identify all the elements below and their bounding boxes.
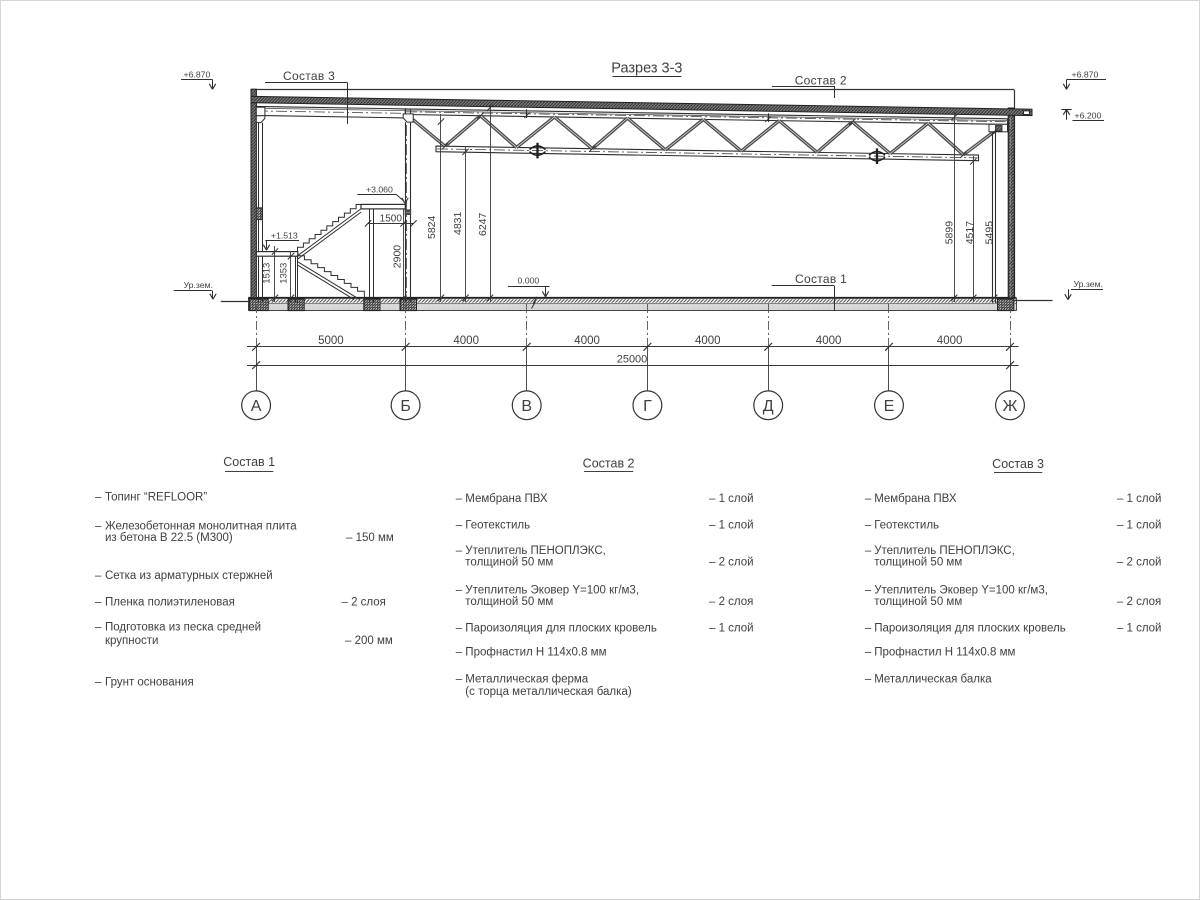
svg-text:Состав 3: Состав 3 [283, 69, 335, 83]
svg-text:Топинг “REFLOOR”: Топинг “REFLOOR” [105, 492, 207, 504]
svg-text:толщиной 50 мм: толщиной 50 мм [874, 596, 962, 608]
svg-text:Металлическая балка: Металлическая балка [874, 673, 992, 685]
svg-text:–: – [95, 622, 102, 634]
svg-text:–: – [456, 545, 463, 557]
svg-text:4831: 4831 [452, 211, 464, 235]
svg-text:Утеплитель Эковер Y=100 кг/м3,: Утеплитель Эковер Y=100 кг/м3, [874, 585, 1048, 597]
svg-text:0.000: 0.000 [518, 276, 540, 286]
svg-text:–: – [95, 570, 102, 582]
svg-text:Утеплитель ПЕНОПЛЭКС,: Утеплитель ПЕНОПЛЭКС, [465, 545, 606, 557]
svg-text:–: – [865, 585, 872, 597]
svg-text:Металлическая ферма: Металлическая ферма [465, 673, 588, 685]
svg-text:–: – [865, 623, 872, 635]
svg-text:+3.060: +3.060 [366, 184, 393, 194]
svg-text:–: – [456, 646, 463, 658]
svg-text:Пленка полиэтиленовая: Пленка полиэтиленовая [105, 597, 235, 609]
svg-text:Б: Б [400, 398, 411, 415]
svg-text:1353: 1353 [278, 263, 289, 284]
svg-text:5495: 5495 [984, 221, 996, 245]
svg-text:Геотекстиль: Геотекстиль [874, 520, 939, 532]
svg-text:–: – [865, 493, 872, 505]
svg-text:толщиной 50 мм: толщиной 50 мм [874, 556, 962, 568]
svg-text:Состав 2: Состав 2 [583, 457, 635, 471]
svg-text:Состав 2: Состав 2 [795, 74, 847, 88]
svg-text:– 1 слой: – 1 слой [709, 623, 754, 635]
svg-text:Г: Г [643, 398, 652, 415]
svg-text:–: – [865, 646, 872, 658]
svg-text:Мембрана ПВХ: Мембрана ПВХ [465, 493, 548, 505]
svg-text:1500: 1500 [380, 213, 403, 224]
svg-text:– 200 мм: – 200 мм [345, 635, 393, 647]
svg-text:4000: 4000 [574, 335, 600, 347]
svg-text:Профнастил Н 114х0.8 мм: Профнастил Н 114х0.8 мм [874, 646, 1015, 658]
svg-text:– 2 слоя: – 2 слоя [342, 597, 386, 609]
svg-text:Состав 3: Состав 3 [992, 457, 1044, 471]
svg-text:– 1 слой: – 1 слой [1117, 520, 1162, 532]
svg-text:крупности: крупности [105, 635, 158, 647]
svg-text:Пароизоляция для плоских крове: Пароизоляция для плоских кровель [874, 623, 1066, 635]
svg-text:6247: 6247 [477, 212, 489, 236]
svg-text:–: – [95, 520, 102, 532]
svg-text:Е: Е [884, 398, 895, 415]
svg-text:Ур.зем.: Ур.зем. [1074, 279, 1103, 289]
svg-text:Геотекстиль: Геотекстиль [465, 520, 530, 532]
svg-text:– 1 слой: – 1 слой [1117, 623, 1162, 635]
svg-text:4517: 4517 [964, 221, 976, 245]
svg-text:Утеплитель ПЕНОПЛЭКС,: Утеплитель ПЕНОПЛЭКС, [874, 545, 1015, 557]
svg-text:Разрез 3-3: Разрез 3-3 [611, 61, 682, 77]
svg-text:5824: 5824 [426, 215, 438, 239]
svg-text:В: В [521, 398, 532, 415]
svg-text:5899: 5899 [943, 221, 955, 245]
svg-text:– 1 слой: – 1 слой [709, 493, 754, 505]
svg-text:–: – [95, 492, 102, 504]
svg-text:+6.870: +6.870 [184, 69, 211, 79]
svg-text:4000: 4000 [695, 335, 721, 347]
svg-text:Утеплитель Эковер Y=100 кг/м3,: Утеплитель Эковер Y=100 кг/м3, [465, 585, 639, 597]
svg-text:Грунт основания: Грунт основания [105, 677, 194, 689]
svg-text:2900: 2900 [391, 245, 403, 269]
svg-text:–: – [95, 677, 102, 689]
svg-text:4000: 4000 [937, 335, 963, 347]
svg-text:–: – [456, 520, 463, 532]
svg-text:5000: 5000 [318, 335, 344, 347]
svg-text:4000: 4000 [816, 335, 842, 347]
svg-text:– 2 слой: – 2 слой [709, 556, 754, 568]
svg-text:Ж: Ж [1003, 398, 1018, 415]
svg-text:– 1 слой: – 1 слой [709, 520, 754, 532]
svg-text:+6.870: +6.870 [1072, 69, 1099, 79]
svg-text:Сетка из арматурных стержней: Сетка из арматурных стержней [105, 570, 273, 582]
svg-text:–: – [865, 520, 872, 532]
svg-text:–: – [456, 673, 463, 685]
svg-text:–: – [456, 493, 463, 505]
svg-text:– 150 мм: – 150 мм [346, 532, 394, 544]
svg-text:Пароизоляция для плоских крове: Пароизоляция для плоских кровель [465, 623, 657, 635]
svg-text:Состав 1: Состав 1 [795, 272, 847, 286]
svg-text:+6.200: +6.200 [1075, 111, 1102, 121]
svg-text:Подготовка из песка средней: Подготовка из песка средней [105, 622, 261, 634]
svg-text:Ур.зем.: Ур.зем. [184, 280, 213, 290]
svg-text:–: – [456, 585, 463, 597]
svg-text:– 2 слоя: – 2 слоя [1117, 596, 1161, 608]
svg-text:– 2 слой: – 2 слой [1117, 556, 1162, 568]
svg-text:Состав 1: Состав 1 [223, 455, 275, 469]
svg-text:Железобетонная монолитная пли: Железобетонная монолитная плита [105, 520, 297, 532]
svg-text:А: А [251, 398, 262, 415]
svg-text:(с торца металлическая балка): (с торца металлическая балка) [465, 686, 632, 698]
svg-text:+1.513: +1.513 [271, 231, 298, 241]
svg-text:–: – [456, 623, 463, 635]
svg-text:толщиной 50 мм: толщиной 50 мм [465, 596, 553, 608]
svg-text:1513: 1513 [262, 263, 273, 284]
svg-text:–: – [865, 545, 872, 557]
svg-text:– 1 слой: – 1 слой [1117, 493, 1162, 505]
svg-text:– 2 слоя: – 2 слоя [709, 596, 753, 608]
svg-text:Мембрана ПВХ: Мембрана ПВХ [874, 493, 957, 505]
svg-text:–: – [95, 597, 102, 609]
svg-text:4000: 4000 [453, 335, 479, 347]
svg-text:Профнастил Н 114х0.8 мм: Профнастил Н 114х0.8 мм [465, 646, 606, 658]
svg-text:–: – [865, 673, 872, 685]
svg-text:из бетона В 22.5 (М300): из бетона В 22.5 (М300) [105, 532, 233, 544]
svg-text:25000: 25000 [617, 354, 648, 366]
svg-text:Д: Д [763, 398, 774, 415]
svg-text:толщиной 50 мм: толщиной 50 мм [465, 556, 553, 568]
